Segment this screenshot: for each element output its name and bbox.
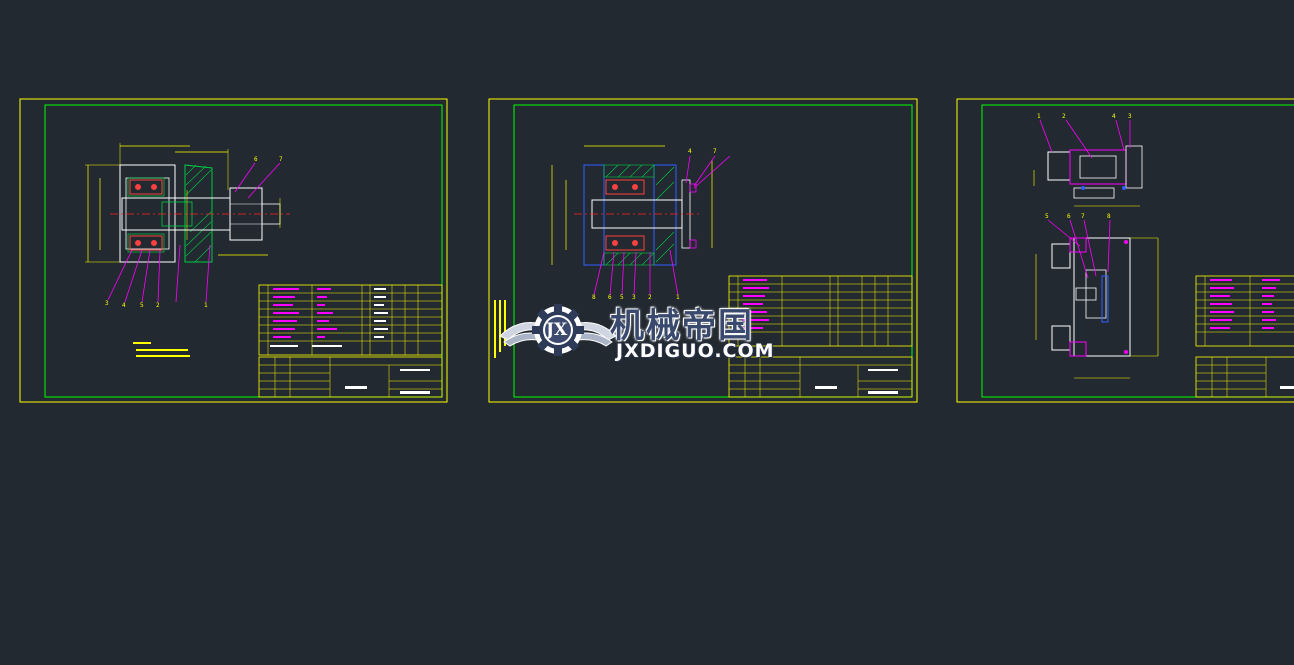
sheet-3-balloon-6[interactable]: 6 bbox=[1067, 213, 1071, 220]
drawing-sheet-1[interactable] bbox=[0, 0, 460, 420]
sheet-2-vertical-notes bbox=[494, 300, 506, 358]
drawing-sheet-3[interactable] bbox=[940, 0, 1294, 420]
sheet-1-notes bbox=[133, 342, 190, 357]
drawing-sheet-2[interactable] bbox=[470, 0, 930, 420]
sheet-2-balloon-5[interactable]: 5 bbox=[620, 294, 624, 301]
sheet-1-balloon-5[interactable]: 5 bbox=[140, 302, 144, 309]
sheet-3-balloon-5[interactable]: 5 bbox=[1045, 213, 1049, 220]
sheet-2-balloon-1[interactable]: 1 bbox=[676, 294, 680, 301]
sheet-2-balloon-4[interactable]: 4 bbox=[688, 148, 692, 155]
gear-wings-logo-icon bbox=[499, 304, 617, 356]
sheet-2-balloon-2[interactable]: 2 bbox=[648, 294, 652, 301]
sheet-1-balloon-2[interactable]: 2 bbox=[156, 302, 160, 309]
sheet-3-balloon-1[interactable]: 1 bbox=[1037, 113, 1041, 120]
sheet-1-bom-table bbox=[258, 284, 443, 356]
sheet-3-frame bbox=[956, 98, 1294, 403]
sheet-2-frame bbox=[488, 98, 918, 403]
sheet-3-bom-table bbox=[1195, 275, 1294, 347]
sheet-2-balloon-7[interactable]: 7 bbox=[713, 148, 717, 155]
brand-name: 机械帝国 bbox=[610, 306, 754, 346]
sheet-3-balloon-4[interactable]: 4 bbox=[1112, 113, 1116, 120]
sheet-3-balloon-8[interactable]: 8 bbox=[1107, 213, 1111, 220]
sheet-1-balloon-3[interactable]: 3 bbox=[105, 300, 109, 307]
sheet-3-balloon-7[interactable]: 7 bbox=[1081, 213, 1085, 220]
brand-watermark: JX 机械帝国 JXDIGUO.COM bbox=[498, 296, 798, 370]
sheet-2-assembly-view bbox=[551, 145, 731, 296]
sheet-1-assembly-view bbox=[85, 143, 290, 303]
sheet-2-title-block bbox=[728, 356, 913, 398]
sheet-3-balloon-2[interactable]: 2 bbox=[1062, 113, 1066, 120]
sheet-1-balloon-7[interactable]: 7 bbox=[279, 156, 283, 163]
sheet-1-balloon-6[interactable]: 6 bbox=[254, 156, 258, 163]
sheet-2-balloon-3[interactable]: 3 bbox=[632, 294, 636, 301]
logo-monogram: JX bbox=[546, 320, 568, 340]
sheet-1-frame bbox=[19, 98, 448, 403]
sheet-3-front-view bbox=[1035, 219, 1159, 379]
sheet-3-top-view bbox=[1033, 119, 1143, 207]
brand-domain: JXDIGUO.COM bbox=[616, 340, 775, 362]
sheet-2-balloon-8[interactable]: 8 bbox=[592, 294, 596, 301]
sheet-2-balloon-6[interactable]: 6 bbox=[608, 294, 612, 301]
sheet-2-bom-table bbox=[728, 275, 913, 347]
sheet-3-balloon-3[interactable]: 3 bbox=[1128, 113, 1132, 120]
sheet-1-balloon-4[interactable]: 4 bbox=[122, 302, 126, 309]
sheet-1-title-block bbox=[258, 356, 443, 398]
sheet-3-title-block bbox=[1195, 356, 1294, 398]
sheet-1-balloon-1[interactable]: 1 bbox=[204, 302, 208, 309]
